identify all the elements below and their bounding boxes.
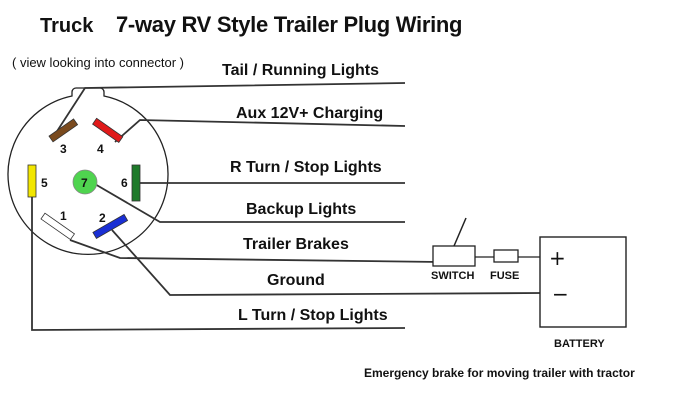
label-r-turn: R Turn / Stop Lights (230, 159, 382, 176)
pin-1 (40, 212, 76, 241)
pin-number-1: 1 (60, 209, 67, 223)
label-tail-running: Tail / Running Lights (222, 62, 379, 79)
switch-label: SWITCH (431, 270, 474, 282)
pin-5 (27, 164, 37, 198)
fuse-body (493, 249, 519, 263)
label-l-turn: L Turn / Stop Lights (238, 307, 388, 324)
battery (539, 236, 627, 328)
title-prefix: Truck (40, 15, 94, 37)
label-ground: Ground (267, 272, 325, 289)
subtitle: ( view looking into connector ) (12, 55, 184, 70)
wire-ground (111, 229, 541, 296)
battery-minus: − (552, 282, 569, 306)
connector-body (7, 87, 169, 256)
wire-lturn (31, 185, 406, 331)
fuse-label: FUSE (490, 270, 519, 282)
switch (432, 217, 476, 267)
page-title: 7-way RV Style Trailer Plug Wiring (116, 12, 462, 37)
label-trailer-brakes: Trailer Brakes (243, 236, 349, 253)
pin-number-3: 3 (60, 142, 67, 156)
pin-number-6: 6 (121, 176, 128, 190)
pin-number-2: 2 (99, 211, 106, 225)
battery-label: BATTERY (554, 338, 605, 350)
pin-7 (72, 169, 98, 195)
footnote: Emergency brake for moving trailer with … (364, 366, 635, 380)
pin-number-5: 5 (41, 176, 48, 190)
switch-body (432, 245, 476, 267)
wire-aux (114, 119, 406, 143)
wire-tail (51, 82, 406, 140)
switch-lever (453, 217, 467, 247)
label-aux-charging: Aux 12V+ Charging (236, 105, 383, 122)
pins (27, 117, 141, 241)
pin-2 (92, 213, 129, 240)
pin-3 (48, 118, 79, 143)
pin-number-7: 7 (81, 176, 88, 190)
pin-6 (131, 164, 141, 202)
wire-brakes (69, 239, 441, 263)
wires (31, 82, 541, 331)
connector (7, 87, 169, 256)
label-backup: Backup Lights (246, 201, 356, 218)
wire-backup (87, 179, 405, 223)
pin-4 (92, 117, 124, 144)
battery-plus: + (549, 246, 566, 270)
pin-number-4: 4 (97, 142, 104, 156)
